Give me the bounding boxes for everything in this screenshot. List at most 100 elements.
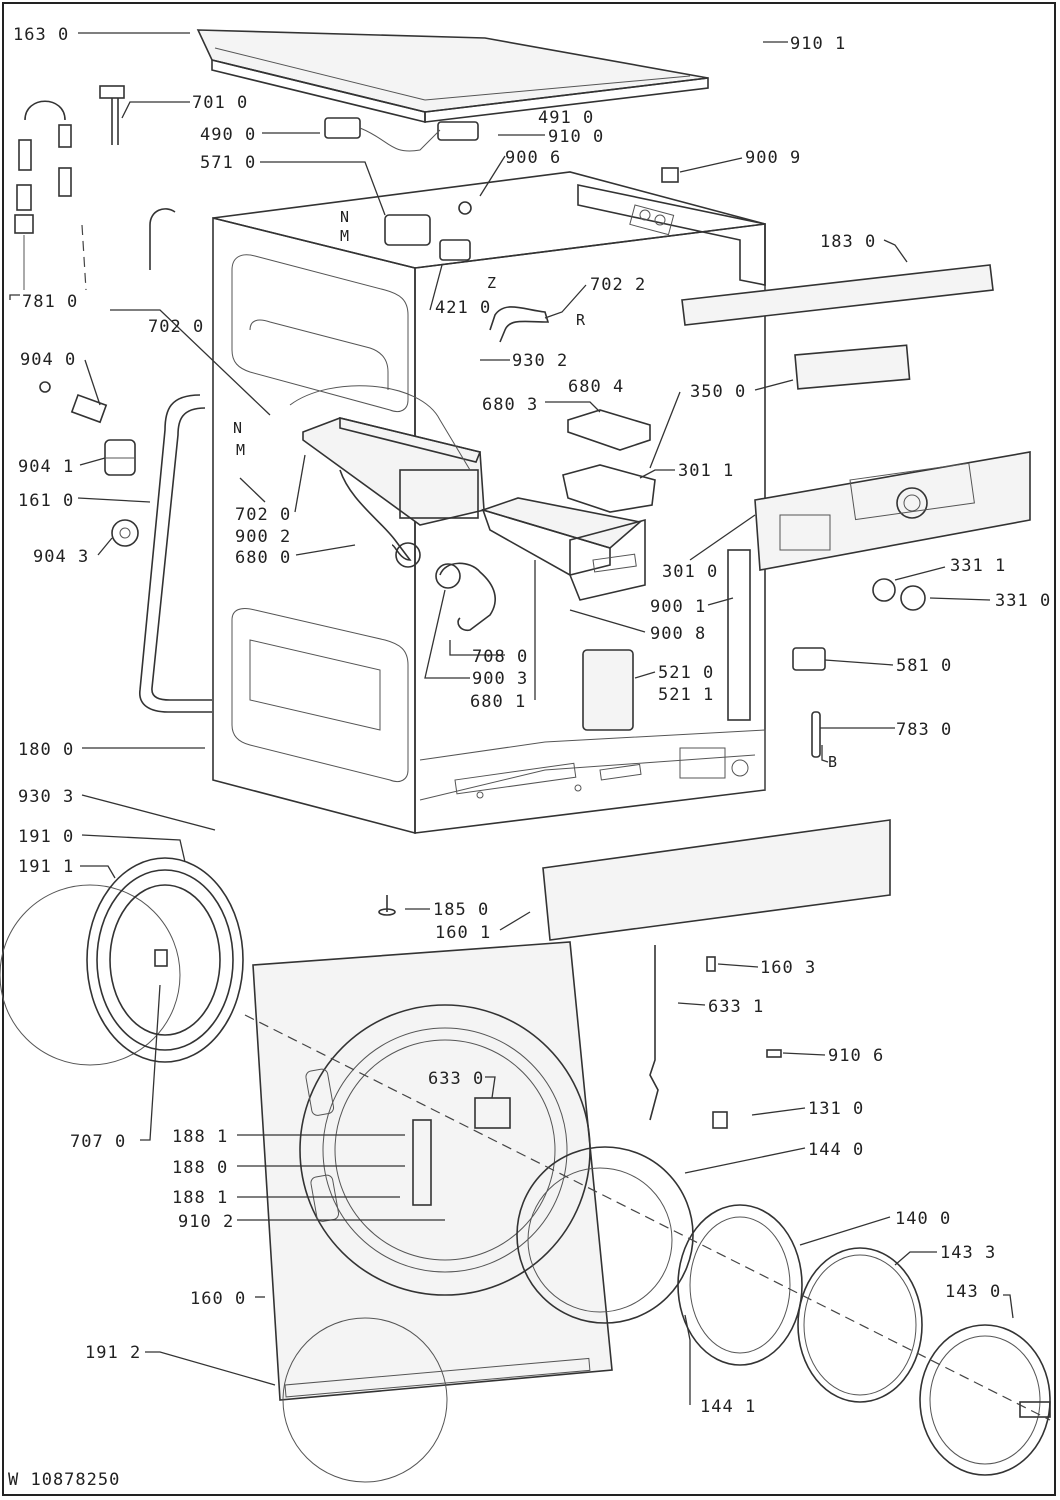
callout-904-1: 904 1: [18, 457, 74, 477]
callout-910-0: 910 0: [548, 127, 604, 147]
callout-183-0: 183 0: [820, 232, 876, 252]
dispenser-drawer: [480, 497, 646, 601]
pressure-hose: [149, 208, 176, 270]
control-pcb: [794, 344, 911, 390]
callout-571-0: 571 0: [200, 153, 256, 173]
callout-702-0-lower: 702 0: [235, 505, 291, 525]
screw-910-6: [766, 1049, 782, 1058]
callout-188-1-lower: 188 1: [172, 1188, 228, 1208]
softener-insert: [567, 409, 651, 451]
callout-680-3: 680 3: [482, 395, 538, 415]
kickplate: [542, 819, 891, 941]
callout-633-1: 633 1: [708, 997, 764, 1017]
assembly-axis: [244, 1014, 1051, 1421]
callout-144-1: 144 1: [700, 1397, 756, 1417]
cable-tie: [99, 85, 125, 145]
foot-screw: [378, 895, 396, 916]
drum-seal: [139, 394, 212, 713]
adjustable-foot: [104, 439, 136, 476]
callout-680-4: 680 4: [568, 377, 624, 397]
callout-783-0: 783 0: [896, 720, 952, 740]
mains-cable-clip: [437, 121, 479, 141]
interference-filter: [439, 239, 471, 261]
callout-521-1: 521 1: [658, 685, 714, 705]
valve-screw: [458, 201, 472, 215]
letter-b: B: [828, 753, 837, 771]
callout-491-0: 491 0: [538, 108, 594, 128]
dispenser-hose: [439, 562, 496, 632]
callout-904-0: 904 0: [20, 350, 76, 370]
dispenser-housing: [289, 385, 485, 568]
cabinet-body: [212, 171, 766, 835]
callout-301-0: 301 0: [662, 562, 718, 582]
callout-140-0: 140 0: [895, 1209, 951, 1229]
callout-144-0: 144 0: [808, 1140, 864, 1160]
callout-180-0: 180 0: [18, 740, 74, 760]
detergent-insert: [562, 464, 656, 513]
callout-900-9: 900 9: [745, 148, 801, 168]
callout-191-1: 191 1: [18, 857, 74, 877]
suspension-springs: [14, 100, 87, 291]
callout-930-3: 930 3: [18, 787, 74, 807]
control-panel: [754, 451, 1031, 571]
callout-490-0: 490 0: [200, 125, 256, 145]
wire-letters: N M Z R N M B: [233, 208, 837, 771]
callout-781-0: 781 0: [22, 292, 78, 312]
callout-701-0: 701 0: [192, 93, 248, 113]
callout-331-0: 331 0: [995, 591, 1051, 611]
leader-lines: [9, 32, 1014, 1405]
inner-door-frame: [516, 1146, 694, 1324]
callout-185-0: 185 0: [433, 900, 489, 920]
letter-m-top: M: [340, 227, 349, 245]
detail-circle: [282, 1317, 448, 1483]
door-glass-frame: [677, 1204, 803, 1366]
callout-900-2: 900 2: [235, 527, 291, 547]
inlet-valve: [384, 214, 431, 246]
door-gasket: [0, 857, 244, 1066]
callout-188-0: 188 0: [172, 1158, 228, 1178]
drawing-number: W 10878250: [8, 1470, 120, 1490]
callout-900-6: 900 6: [505, 148, 561, 168]
callout-900-8: 900 8: [650, 624, 706, 644]
front-panel-porthole: [299, 1004, 591, 1296]
gasket-clamp-screw: [154, 949, 168, 967]
top-rail: [681, 264, 994, 326]
callout-910-6: 910 6: [828, 1046, 884, 1066]
callout-702-0-upper: 702 0: [148, 317, 204, 337]
callout-331-1: 331 1: [950, 556, 1006, 576]
callout-910-2: 910 2: [178, 1212, 234, 1232]
door-cable: [649, 945, 659, 1121]
callout-131-0: 131 0: [808, 1099, 864, 1119]
letter-n-top: N: [340, 208, 349, 226]
door-striker: [712, 1111, 728, 1129]
callout-labels: 163 0 910 1 701 0 490 0 491 0 910 0 571 …: [13, 25, 1051, 1417]
callout-702-2: 702 2: [590, 275, 646, 295]
foot-cap: [111, 519, 139, 547]
outer-door: [919, 1324, 1051, 1476]
callout-680-0: 680 0: [235, 548, 291, 568]
door-hinge: [412, 1119, 432, 1206]
shock-absorber: [39, 381, 108, 424]
ntc-sensor: [811, 711, 821, 758]
callout-160-0: 160 0: [190, 1289, 246, 1309]
callout-521-0: 521 0: [658, 663, 714, 683]
callout-633-0: 633 0: [428, 1069, 484, 1089]
callout-421-0: 421 0: [435, 298, 491, 318]
cable-harness-bracket: [727, 549, 751, 721]
callout-191-0: 191 0: [18, 827, 74, 847]
fill-hose: [489, 306, 550, 343]
callout-160-3: 160 3: [760, 958, 816, 978]
callout-900-1: 900 1: [650, 597, 706, 617]
callout-188-1-upper: 188 1: [172, 1127, 228, 1147]
lid-hinge-bracket: [661, 167, 679, 183]
callout-350-0: 350 0: [690, 382, 746, 402]
callout-707-0: 707 0: [70, 1132, 126, 1152]
callout-191-2: 191 2: [85, 1343, 141, 1363]
callout-581-0: 581 0: [896, 656, 952, 676]
letter-r: R: [576, 311, 586, 329]
callout-708-0: 708 0: [472, 647, 528, 667]
callout-930-2: 930 2: [512, 351, 568, 371]
callout-143-3: 143 3: [940, 1243, 996, 1263]
callout-163-0: 163 0: [13, 25, 69, 45]
